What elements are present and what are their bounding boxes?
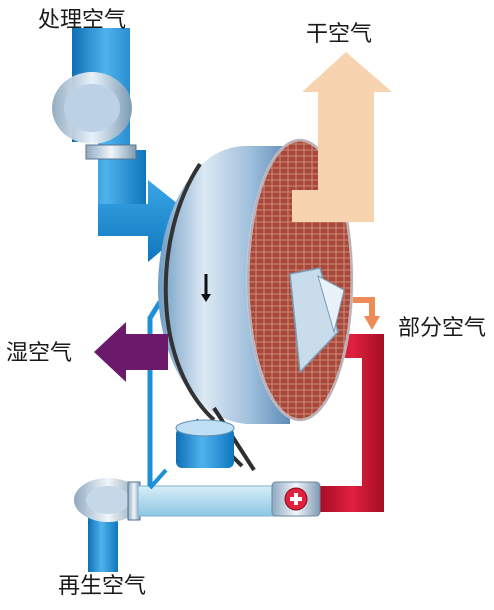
wet-air-arrow xyxy=(94,322,168,382)
label-dry-air: 干空气 xyxy=(306,22,373,47)
label-wet-air: 湿空气 xyxy=(6,341,73,366)
rotation-arrow-icon xyxy=(201,274,211,302)
process-air-duct xyxy=(52,28,146,204)
regeneration-air-duct xyxy=(74,478,142,572)
regeneration-duct xyxy=(137,485,277,517)
heater xyxy=(271,481,321,517)
bypass-line xyxy=(147,300,163,486)
regeneration-hot-duct xyxy=(320,334,384,512)
label-partial-air: 部分空气 xyxy=(398,316,487,341)
label-process-air: 处理空气 xyxy=(38,8,127,33)
desiccant-rotor xyxy=(158,138,354,424)
drive-motor xyxy=(175,406,256,472)
process-air-arrow xyxy=(98,180,198,262)
dry-air-arrow xyxy=(292,52,392,222)
label-regeneration-air: 再生空气 xyxy=(58,574,147,599)
